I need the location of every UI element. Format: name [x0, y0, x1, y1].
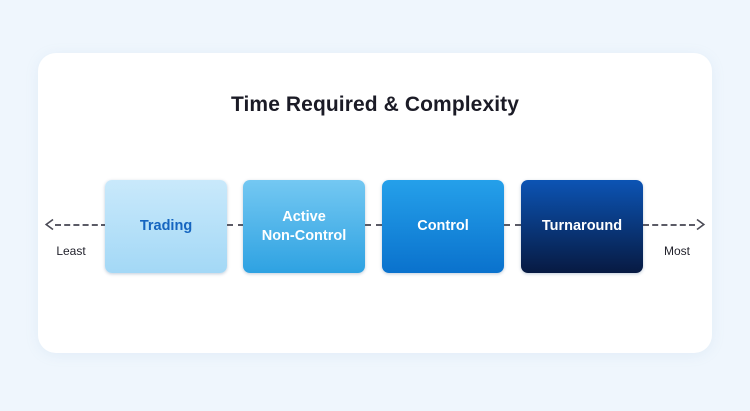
arrow-left-icon	[44, 218, 57, 231]
axis-line-left	[55, 224, 107, 226]
stage-box-active-non-control[interactable]: Active Non-Control	[243, 180, 365, 273]
axis-label-most: Most	[663, 244, 690, 258]
stage-box-trading[interactable]: Trading	[105, 180, 227, 273]
stage-label: Active Non-Control	[262, 208, 347, 244]
axis-end-least: Least	[40, 180, 110, 280]
axis-end-most: Most	[640, 180, 710, 280]
arrow-right-icon	[693, 218, 706, 231]
connector-3	[504, 224, 521, 226]
stage-label-line-1: Active	[282, 209, 326, 226]
stage-list: Trading Active Non-Control Control Turna…	[105, 180, 645, 280]
complexity-scale: Least Trading Active Non-Control Control	[38, 180, 712, 280]
page-title: Time Required & Complexity	[230, 93, 520, 116]
stage-label-line-2: Non-Control	[261, 227, 347, 244]
axis-label-least: Least	[56, 244, 86, 258]
stage-label: Turnaround	[541, 218, 623, 235]
chart-card: Time Required & Complexity Least Trading	[38, 53, 712, 353]
stage-label: Trading	[139, 218, 193, 235]
stage-box-control[interactable]: Control	[382, 180, 504, 273]
connector-1	[227, 224, 244, 226]
connector-2	[365, 224, 382, 226]
stage-label: Control	[417, 218, 469, 235]
stage-box-turnaround[interactable]: Turnaround	[521, 180, 643, 273]
axis-line-right	[643, 224, 695, 226]
